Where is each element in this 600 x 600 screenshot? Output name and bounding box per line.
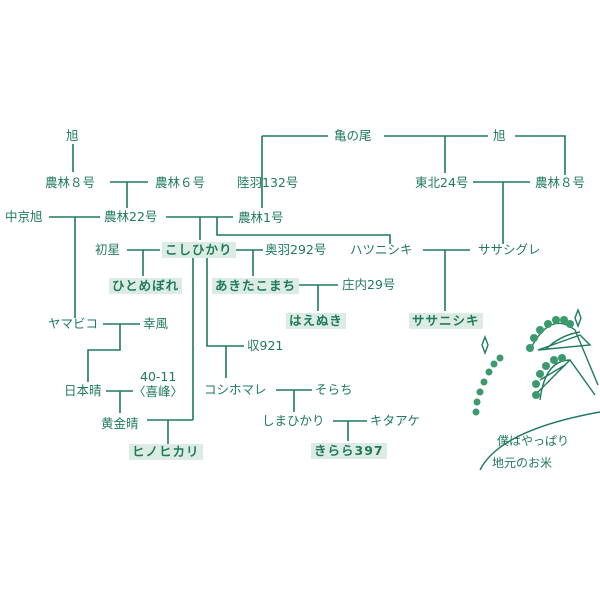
node-hatsuboshi: 初星 [95, 242, 121, 257]
node-kofu: 幸風 [143, 316, 169, 331]
node-kirara397: きらら397 [311, 443, 387, 459]
node-norin8-left: 農林８号 [45, 175, 96, 190]
node-sorachi: そらち [315, 382, 353, 397]
node-norin8-right: 農林８号 [535, 175, 586, 190]
rice-plant-illustration [472, 308, 600, 470]
node-asahi-right: 旭 [493, 128, 506, 143]
node-norin22: 農林22号 [104, 209, 158, 224]
node-norin6: 農林６号 [155, 175, 206, 190]
node-nihonbare: 日本晴 [64, 383, 102, 398]
node-sasashigure: ササシグレ [478, 242, 541, 257]
node-koshihomare: コシホマレ [204, 382, 267, 397]
node-yamabiko: ヤマビコ [48, 316, 99, 331]
node-chukyo-asahi: 中京旭 [5, 209, 43, 224]
node-shonai29: 庄内29号 [342, 277, 396, 292]
node-koganebare: 黄金晴 [101, 416, 139, 431]
node-line4011: 40-11 [140, 369, 177, 384]
node-ou292: 奥羽292号 [265, 242, 327, 257]
hill-outline [479, 411, 600, 470]
sparkle-icon [481, 308, 582, 355]
node-tohoku24: 東北24号 [415, 175, 469, 190]
caption-line1: 僕はやっぱり [497, 434, 570, 448]
node-akitakomachi: あきたこまち [212, 278, 300, 294]
node-kamenoo: 亀の尾 [334, 128, 372, 143]
caption-line2: 地元のお米 [492, 456, 553, 470]
node-hitomebore: ひとめぼれ [109, 278, 183, 294]
node-kitaake: キタアケ [370, 413, 421, 428]
node-asahi-left: 旭 [66, 128, 79, 143]
node-shimahikari: しまひかり [262, 413, 325, 428]
node-hatsunishiki: ハツニシキ [350, 242, 413, 257]
node-sasanishiki: ササニシキ [409, 313, 483, 329]
node-hinohikari: ヒノヒカリ [129, 444, 203, 460]
node-shu921: 収921 [247, 338, 284, 353]
node-koshihikari: こしひかり [162, 242, 236, 258]
rice-grains [472, 316, 574, 416]
node-norin1: 農林1号 [238, 210, 284, 225]
node-haenuki: はえぬき [286, 313, 346, 329]
rice-stalk-2 [534, 358, 596, 401]
node-kiho: 〈喜峰〉 [133, 384, 184, 399]
node-rikuu132: 陸羽132号 [237, 175, 299, 190]
